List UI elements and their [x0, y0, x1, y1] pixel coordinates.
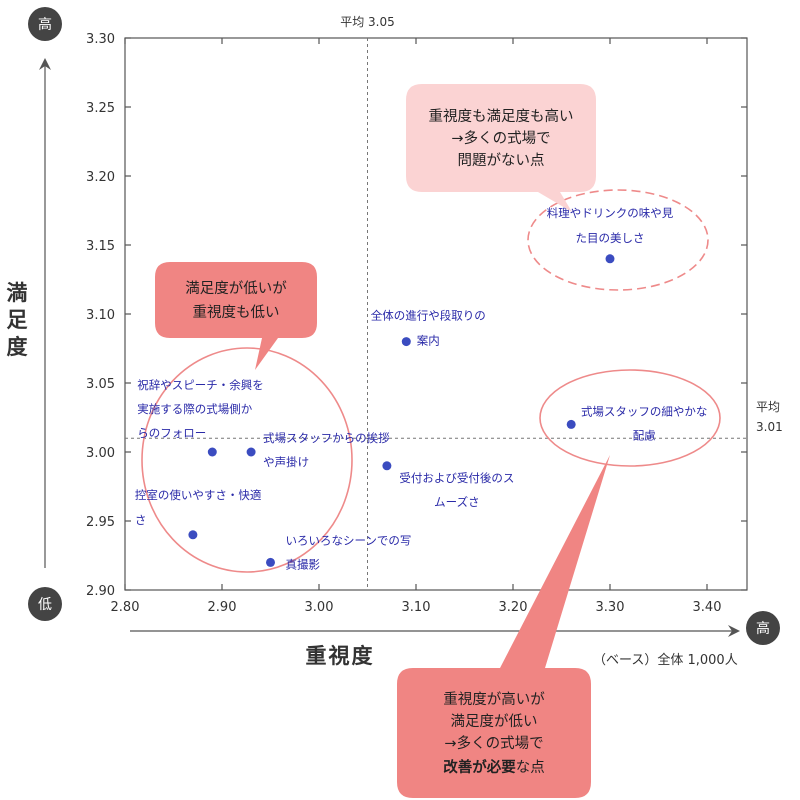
y-tick-label: 3.10	[86, 308, 115, 323]
data-point	[401, 337, 411, 347]
point-label: さ	[135, 513, 147, 527]
y-tick-label: 3.20	[86, 170, 115, 185]
y-axis-title-char-1: 満	[7, 281, 28, 305]
y-axis-title: 満 足 度	[7, 281, 28, 359]
point-label: ムーズさ	[434, 495, 479, 509]
x-tick-label: 3.40	[693, 600, 722, 615]
x-tick-label: 3.00	[305, 600, 334, 615]
y-tick-label: 3.05	[86, 377, 115, 392]
y-axis-title-char-2: 足	[7, 308, 28, 332]
point-label: らのフォロー	[137, 426, 206, 440]
top-right-ellipse	[527, 189, 709, 291]
callout-bottom-suffix: な点	[516, 759, 545, 776]
y-tick-labels: 2.90 2.95 3.00 3.05 3.10 3.15 3.20 3.25 3.30	[86, 32, 115, 599]
callout-bottom: 重視度が高いが 満足度が低い →多くの式場で 改善が必要な点	[397, 455, 610, 798]
point-label: 全体の進行や段取りの	[371, 309, 486, 323]
point-label: 料理やドリンクの味や見	[547, 206, 674, 220]
callout-bottom-line-3: →多くの式場で	[444, 735, 543, 752]
data-point	[207, 447, 217, 457]
data-point	[266, 557, 275, 567]
y-arrow-head	[39, 58, 51, 70]
callout-top-right-line-2: →多くの式場で	[451, 130, 550, 147]
callout-top-right-line-1: 重視度も満足度も高い	[429, 108, 574, 125]
x-arrow-head	[728, 625, 740, 637]
callout-left-line-1: 満足度が低いが	[185, 280, 287, 297]
y-tick-label: 3.15	[86, 239, 115, 254]
point-label: 受付および受付後のス	[399, 471, 514, 485]
y-high-label: 高	[38, 16, 52, 33]
point-label: 控室の使いやすさ・快適	[135, 488, 262, 502]
x-tick-label: 3.10	[402, 600, 431, 615]
right-ellipse	[539, 369, 721, 467]
y-tick-label: 3.25	[86, 101, 115, 116]
callout-bottom-line-4: 改善が必要な点	[443, 758, 545, 776]
data-point	[566, 419, 576, 429]
point-label: 案内	[417, 334, 440, 348]
x-high-label: 高	[756, 620, 770, 637]
point-label: 式場スタッフからの挨拶	[263, 431, 390, 445]
x-tick-label: 2.90	[208, 600, 237, 615]
callout-left: 満足度が低いが 重視度も低い	[155, 262, 317, 370]
callout-top-right-line-3: 問題がない点	[458, 152, 545, 169]
callout-left-shape	[155, 262, 317, 370]
point-label: 実施する際の式場側か	[137, 402, 252, 416]
data-point	[605, 254, 615, 264]
point-label: や声掛け	[263, 455, 309, 469]
data-point	[188, 530, 198, 540]
data-point	[382, 461, 392, 471]
x-tick-label: 3.20	[499, 600, 528, 615]
callout-bottom-line-1: 重視度が高いが	[443, 691, 545, 708]
y-low-label: 低	[38, 597, 52, 613]
point-label: た目の美しさ	[576, 231, 645, 245]
data-point	[246, 447, 256, 457]
callout-top-right: 重視度も満足度も高い →多くの式場で 問題がない点	[406, 84, 596, 212]
y-low-circle	[28, 587, 62, 621]
tick-marks	[124, 37, 747, 591]
left-ellipse	[141, 347, 353, 573]
average-y-value: 3.01	[756, 420, 783, 434]
x-tick-label: 2.80	[111, 600, 140, 615]
point-label: いろいろなシーンでの写	[286, 533, 412, 547]
point-label: 祝辞やスピーチ・余興を	[137, 378, 263, 392]
x-high-circle	[746, 611, 780, 645]
point-labels: 料理やドリンクの味や見た目の美しさ全体の進行や段取りの案内式場スタッフの細やかな…	[135, 206, 708, 572]
callout-bottom-bold: 改善が必要	[443, 758, 516, 776]
x-axis-title: 重視度	[306, 644, 375, 668]
y-tick-label: 2.95	[86, 515, 115, 530]
base-note: （ベース）全体 1,000人	[593, 652, 738, 668]
callout-left-line-2: 重視度も低い	[193, 304, 280, 321]
point-label: 式場スタッフの細やかな	[581, 404, 708, 418]
callout-bottom-shape	[397, 455, 610, 798]
callout-bottom-line-2: 満足度が低い	[451, 713, 538, 730]
y-tick-label: 3.30	[86, 32, 115, 47]
point-label: 真撮影	[286, 557, 321, 571]
y-axis-title-char-3: 度	[7, 335, 28, 359]
average-y-label: 平均	[756, 400, 780, 414]
y-tick-label: 2.90	[86, 584, 115, 599]
y-high-circle	[28, 7, 62, 41]
data-points	[188, 254, 615, 567]
average-x-label: 平均 3.05	[340, 15, 395, 29]
callout-top-right-shape	[406, 84, 596, 212]
point-label: 配慮	[633, 428, 656, 442]
x-tick-label: 3.30	[596, 600, 625, 615]
x-tick-labels: 2.80 2.90 3.00 3.10 3.20 3.30 3.40	[111, 600, 722, 615]
y-tick-label: 3.00	[86, 446, 115, 461]
